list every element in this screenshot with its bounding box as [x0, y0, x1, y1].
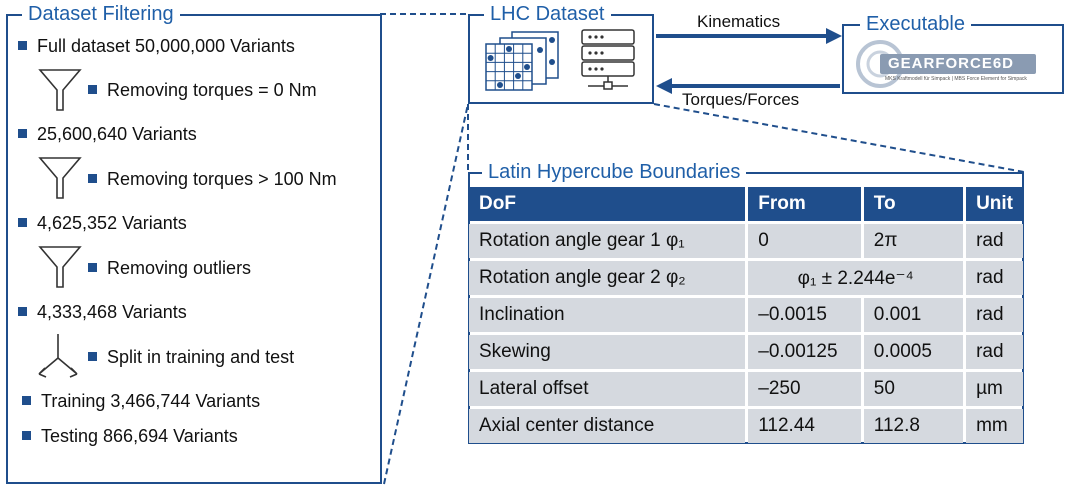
cell-dof: Skewing [469, 335, 746, 369]
table-row: Axial center distance 112.44 112.8 mm [469, 409, 1023, 443]
table-row: Inclination –0.0015 0.001 rad [469, 298, 1023, 332]
grid-dataset-icon [485, 31, 559, 91]
cell-unit: µm [966, 372, 1023, 406]
cell-dof: Rotation angle gear 1 φ₁ [469, 224, 746, 258]
dashed-zoom-right [653, 103, 1025, 173]
split-icon [38, 334, 78, 378]
server-icon [581, 29, 635, 90]
torques-arrowhead [656, 78, 672, 94]
lhc-boundaries-title: Latin Hypercube Boundaries [482, 161, 747, 183]
filter-row-training: Training 3,466,744 Variants [22, 390, 260, 412]
dataset-filtering-panel [6, 14, 382, 484]
filter-row-4-3m: 4,333,468 Variants [18, 301, 187, 323]
gearforce-logo [856, 40, 1036, 88]
boundaries-table: DoF From To Unit Rotation angle gear 1 φ… [466, 184, 1026, 446]
cell-unit: rad [966, 335, 1023, 369]
filter-step-torques-zero: Removing torques = 0 Nm [88, 79, 317, 101]
gearforce-logo-subtitle: MKS Kraftmodell für Simpack | MBS Force … [885, 76, 1027, 82]
header-unit: Unit [966, 187, 1023, 221]
filter-step-outliers: Removing outliers [88, 257, 251, 279]
bullet-square-icon [18, 41, 27, 50]
cell-to: 2π [863, 224, 964, 258]
lhc-dataset-title: LHC Dataset [484, 3, 611, 25]
cell-unit: rad [966, 261, 1023, 295]
cell-dof: Inclination [469, 298, 746, 332]
filter-row-4-6m: 4,625,352 Variants [18, 212, 187, 234]
cell-to: 112.8 [863, 409, 964, 443]
filter-row-25m: 25,600,640 Variants [18, 123, 197, 145]
dashed-link-bottom [383, 103, 469, 485]
bullet-square-icon [18, 307, 27, 316]
executable-title: Executable [860, 13, 971, 35]
bullet-square-icon [88, 85, 97, 94]
kinematics-label: Kinematics [697, 12, 781, 31]
filter-row-testing: Testing 866,694 Variants [22, 425, 238, 447]
cell-range-span: φ₁ ± 2.244e⁻⁴ [748, 261, 964, 295]
cell-unit: rad [966, 224, 1023, 258]
header-dof: DoF [469, 187, 746, 221]
header-from: From [748, 187, 861, 221]
funnel-icon [38, 69, 82, 111]
cell-dof: Rotation angle gear 2 φ₂ [469, 261, 746, 295]
cell-from: –0.0015 [748, 298, 861, 332]
cell-to: 50 [863, 372, 964, 406]
filter-step-torques-100: Removing torques > 100 Nm [88, 168, 337, 190]
cell-unit: mm [966, 409, 1023, 443]
cell-from: –0.00125 [748, 335, 861, 369]
cell-dof: Axial center distance [469, 409, 746, 443]
bullet-square-icon [18, 129, 27, 138]
dataset-filtering-title: Dataset Filtering [22, 3, 180, 25]
cell-to: 0.0005 [863, 335, 964, 369]
cell-dof: Lateral offset [469, 372, 746, 406]
table-header-row: DoF From To Unit [469, 187, 1023, 221]
bullet-square-icon [22, 396, 31, 405]
table-row: Skewing –0.00125 0.0005 rad [469, 335, 1023, 369]
bullet-square-icon [22, 431, 31, 440]
bullet-square-icon [18, 218, 27, 227]
cell-from: 112.44 [748, 409, 861, 443]
cell-from: –250 [748, 372, 861, 406]
kinematics-arrowhead [826, 28, 842, 44]
bullet-square-icon [88, 352, 97, 361]
cell-unit: rad [966, 298, 1023, 332]
header-to: To [863, 187, 964, 221]
filter-row-full: Full dataset 50,000,000 Variants [18, 35, 295, 57]
table-row: Lateral offset –250 50 µm [469, 372, 1023, 406]
bullet-square-icon [88, 263, 97, 272]
cell-from: 0 [748, 224, 861, 258]
funnel-icon [38, 246, 82, 288]
torques-forces-label: Torques/Forces [682, 90, 800, 109]
gearforce-logo-text: GEARFORCE6D [888, 55, 1015, 72]
table-row: Rotation angle gear 1 φ₁ 0 2π rad [469, 224, 1023, 258]
funnel-icon [38, 157, 82, 199]
cell-to: 0.001 [863, 298, 964, 332]
bullet-square-icon [88, 174, 97, 183]
table-row: Rotation angle gear 2 φ₂ φ₁ ± 2.244e⁻⁴ r… [469, 261, 1023, 295]
filter-step-split: Split in training and test [88, 346, 294, 368]
